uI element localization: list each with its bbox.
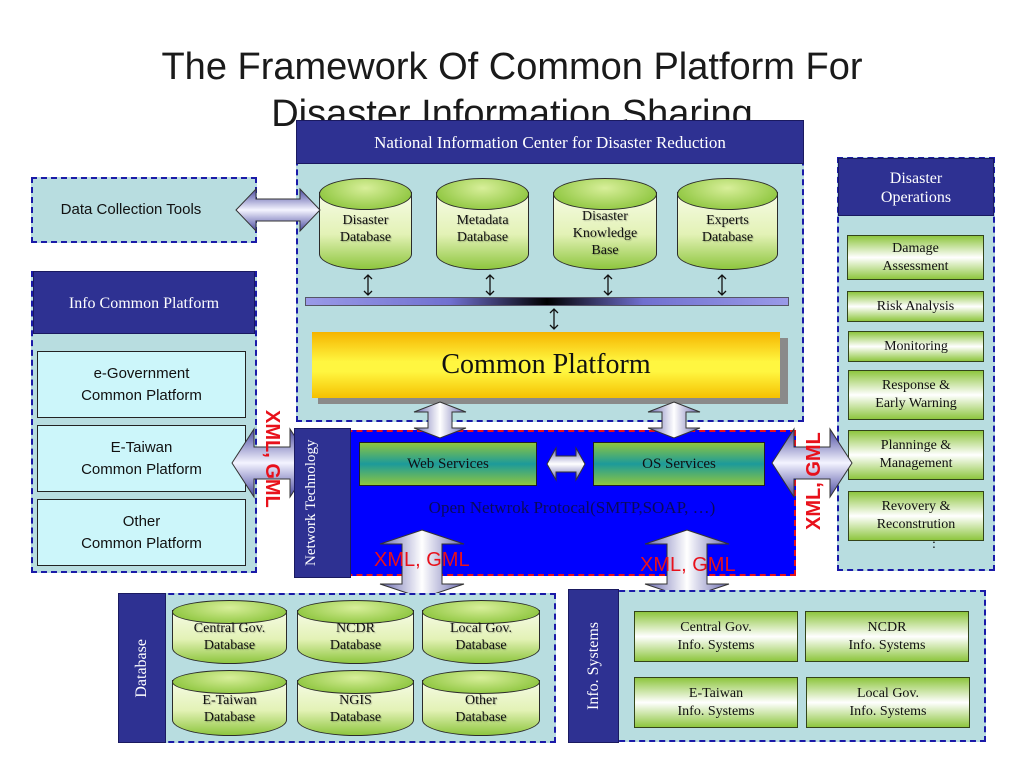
xml-gml-label-bottom-left: XML, GML bbox=[374, 549, 470, 571]
protocol-label: Open Netwrok Protocal(SMTP,SOAP, …) bbox=[428, 498, 716, 517]
xml-gml-label-left: XML, GML bbox=[261, 410, 283, 508]
db-ncdr: NCDR Database bbox=[297, 600, 414, 664]
info-system-etaiwan: E-Taiwan Info. Systems bbox=[634, 677, 798, 728]
db-disaster: Disaster Database bbox=[319, 178, 412, 270]
info-system-ncdr: NCDR Info. Systems bbox=[805, 611, 969, 662]
operation-planning-management: Planninge & Management bbox=[848, 430, 984, 480]
db-experts: Experts Database bbox=[677, 178, 778, 270]
db-label: Metadata Database bbox=[456, 213, 509, 245]
slide-title: The Framework Of Common Platform For Dis… bbox=[161, 46, 863, 135]
db-label: Experts Database bbox=[701, 213, 754, 245]
double-arrow-horizontal-icon bbox=[771, 427, 853, 499]
database-group-label: Database bbox=[118, 593, 166, 743]
common-platform: Common Platform bbox=[312, 332, 780, 398]
network-technology-label: Network Technology bbox=[294, 428, 351, 578]
operations-ellipsis: : bbox=[932, 537, 936, 552]
operation-recovery-reconstruction: Revovery & Reconstrution bbox=[848, 491, 984, 541]
platform-item-egov: e-Government Common Platform bbox=[37, 351, 246, 418]
db-knowledge-base: Disaster Knowledge Base bbox=[553, 178, 657, 270]
info-common-platform-header: Info Common Platform bbox=[33, 271, 255, 334]
info-systems-text: Info. Systems bbox=[584, 622, 602, 710]
double-arrow-horizontal-icon bbox=[235, 187, 321, 233]
operation-response-early-warning: Response & Early Warning bbox=[848, 370, 984, 420]
xml-gml-label-right: XML, GML bbox=[803, 432, 825, 530]
db-label: E-Taiwan Database bbox=[202, 693, 257, 725]
network-technology-text: Network Technology bbox=[302, 439, 319, 567]
web-services: Web Services bbox=[359, 442, 537, 486]
db-local-gov: Local Gov. Database bbox=[422, 600, 540, 664]
platform-item-other: Other Common Platform bbox=[37, 499, 246, 566]
db-central-gov: Central Gov. Database bbox=[172, 600, 287, 664]
double-arrow-icon bbox=[717, 274, 727, 296]
db-label: Local Gov. Database bbox=[449, 621, 513, 653]
info-system-central-gov: Central Gov. Info. Systems bbox=[634, 611, 798, 662]
db-label: Disaster Knowledge Base bbox=[572, 209, 638, 258]
db-label: Other Database bbox=[455, 693, 507, 725]
double-arrow-vertical-icon bbox=[647, 401, 701, 439]
info-systems-label: Info. Systems bbox=[568, 589, 619, 743]
disaster-operations-header: Disaster Operations bbox=[838, 158, 994, 216]
os-services: OS Services bbox=[593, 442, 765, 486]
xml-gml-label-bottom-right: XML, GML bbox=[640, 554, 736, 576]
db-other: Other Database bbox=[422, 670, 540, 736]
national-center-header: National Information Center for Disaster… bbox=[296, 120, 804, 164]
integration-bar bbox=[305, 297, 789, 306]
db-metadata: Metadata Database bbox=[436, 178, 529, 270]
operation-damage-assessment: Damage Assessment bbox=[847, 235, 984, 280]
double-arrow-icon bbox=[485, 274, 495, 296]
double-arrow-icon bbox=[363, 274, 373, 296]
double-arrow-vertical-icon bbox=[413, 401, 467, 439]
data-collection-tools bbox=[31, 177, 257, 243]
db-label: NGIS Database bbox=[329, 693, 382, 725]
db-etaiwan: E-Taiwan Database bbox=[172, 670, 287, 736]
platform-item-etaiwan: E-Taiwan Common Platform bbox=[37, 425, 246, 492]
db-label: Central Gov. Database bbox=[193, 621, 266, 653]
operation-risk-analysis: Risk Analysis bbox=[847, 291, 984, 322]
db-label: Disaster Database bbox=[339, 213, 392, 245]
database-group-text: Database bbox=[133, 638, 150, 698]
double-arrow-icon bbox=[603, 274, 613, 296]
db-ngis: NGIS Database bbox=[297, 670, 414, 736]
data-collection-label: Data Collection Tools bbox=[60, 201, 202, 218]
double-arrow-horizontal-icon bbox=[546, 446, 586, 482]
double-arrow-icon bbox=[549, 308, 559, 330]
operation-monitoring: Monitoring bbox=[848, 331, 984, 362]
db-label: NCDR Database bbox=[329, 621, 382, 653]
info-system-local-gov: Local Gov. Info. Systems bbox=[806, 677, 970, 728]
